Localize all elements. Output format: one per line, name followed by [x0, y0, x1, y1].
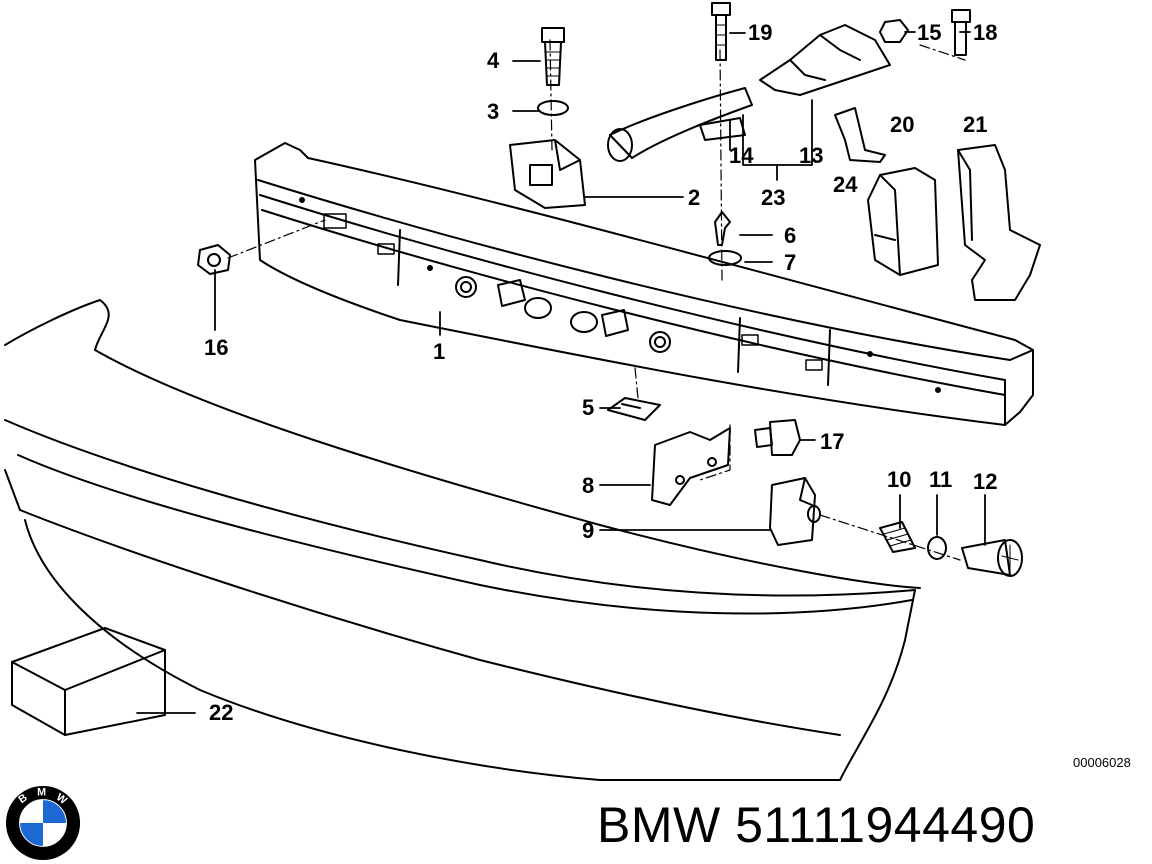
- bracket-part-2: [509, 139, 586, 209]
- callout-7: 7: [784, 250, 797, 275]
- callout-11: 11: [929, 467, 953, 492]
- callout-14: 14: [729, 143, 754, 168]
- guide-part-20: [867, 167, 939, 276]
- clip-nut-part-9: [769, 477, 821, 546]
- callout-20: 20: [890, 112, 915, 137]
- part-number-caption: BMW 51111944490: [597, 797, 1036, 853]
- clip-part-5: [607, 397, 661, 421]
- logo-letter-m: M: [37, 787, 46, 799]
- clip-part-6: [714, 211, 731, 246]
- callout-17: 17: [820, 429, 845, 454]
- bracket-part-24: [834, 107, 886, 163]
- bolt-part-19: [711, 2, 731, 61]
- foam-block-part-22: [11, 627, 166, 736]
- spring-part-10: [879, 521, 916, 553]
- callout-16: 16: [204, 335, 229, 360]
- callout-9: 9: [582, 518, 595, 543]
- callout-5: 5: [582, 395, 595, 420]
- support-arm-parts-13-14: [607, 24, 891, 162]
- callout-6: 6: [784, 223, 797, 248]
- callout-4: 4: [487, 48, 500, 73]
- bumper-cover-outline: [4, 299, 921, 781]
- callout-3: 3: [487, 99, 500, 124]
- callout-10: 10: [887, 467, 912, 492]
- callout-2: 2: [688, 185, 701, 210]
- callout-18: 18: [973, 20, 998, 45]
- bolt-part-17: [754, 419, 801, 456]
- callout-21: 21: [963, 112, 988, 137]
- washer-part-3: [537, 100, 569, 116]
- callout-8: 8: [582, 473, 595, 498]
- callout-13: 13: [799, 143, 824, 168]
- leader-lines: [136, 31, 986, 714]
- pin-part-12: [961, 539, 1023, 577]
- callout-22: 22: [209, 700, 234, 725]
- callout-23: 23: [761, 185, 786, 210]
- callout-15: 15: [917, 20, 942, 45]
- bmw-logo: B M W: [5, 785, 81, 861]
- callout-24: 24: [833, 172, 858, 197]
- callout-19: 19: [748, 20, 773, 45]
- nut-part-15: [879, 19, 909, 43]
- nut-part-16: [197, 244, 231, 275]
- washer-part-11: [927, 536, 947, 560]
- bolt-part-4: [541, 27, 565, 86]
- side-piece-part-21: [957, 144, 1041, 301]
- bumper-carrier: [254, 142, 1034, 426]
- callout-12: 12: [973, 469, 998, 494]
- bolt-part-18: [951, 9, 971, 56]
- assembly-lines: [227, 39, 966, 561]
- diagram-id-code: 00006028: [1073, 755, 1131, 770]
- washer-part-7: [708, 250, 742, 266]
- callout-1: 1: [433, 339, 446, 364]
- bracket-part-8: [651, 427, 731, 506]
